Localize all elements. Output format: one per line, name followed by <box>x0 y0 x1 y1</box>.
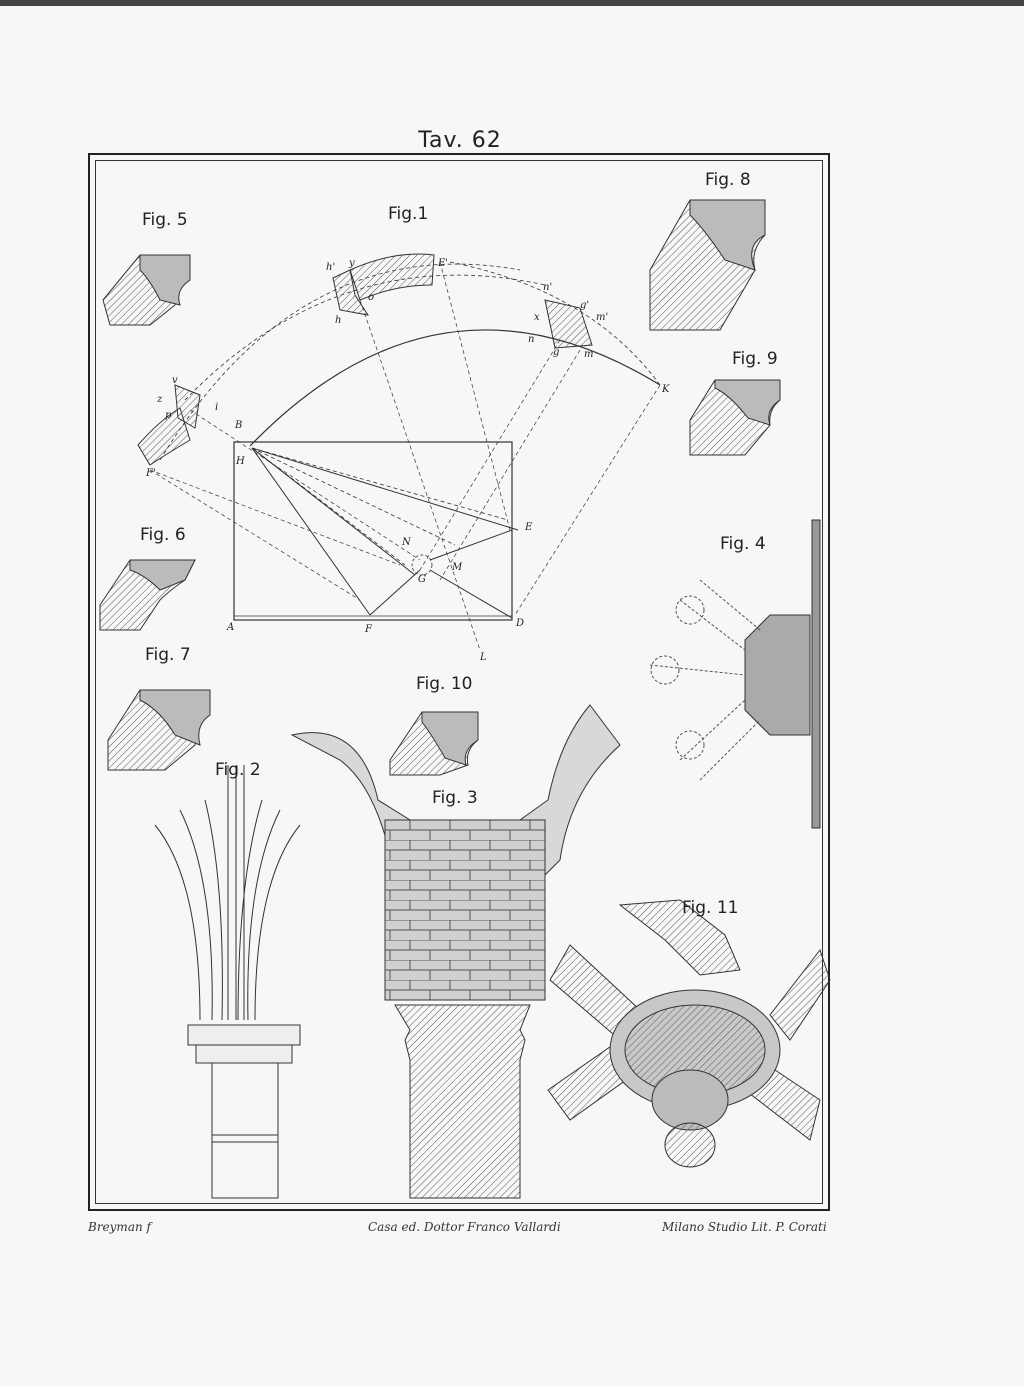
fig1-point-label: G <box>418 574 426 585</box>
fig5-label: Fig. 5 <box>142 210 188 230</box>
fig1-point-label: o <box>368 292 374 303</box>
fig1-rib-section-top <box>332 269 370 316</box>
fig1-point-label: M <box>451 562 463 573</box>
fig1-point-label: g' <box>580 300 589 311</box>
fig1-point-label: H <box>235 456 245 467</box>
fig1-point-label: D <box>515 618 524 629</box>
fig1-point-label: F <box>364 624 373 635</box>
fig4-junction-section <box>649 519 821 829</box>
plate-frame-inner <box>95 160 823 1204</box>
fig5-rib-profile <box>102 254 191 326</box>
credit-left: Breyman f <box>88 1220 151 1234</box>
fig6-rib-profile <box>99 559 196 631</box>
fig1-plan-rect <box>233 441 513 621</box>
fig7-label: Fig. 7 <box>145 645 191 665</box>
fig9-label: Fig. 9 <box>732 349 778 369</box>
fig1-point-label: z <box>156 394 163 405</box>
fig1-point-label: h' <box>326 262 335 273</box>
fig1-point-label: p <box>165 410 172 421</box>
fig1-point-label: m' <box>596 312 608 323</box>
fig1-point-label: n' <box>543 282 552 293</box>
plate-frame-outer <box>88 153 830 1211</box>
fig7-rib-profile <box>107 689 211 771</box>
fig1-label: Fig.1 <box>388 204 429 224</box>
fig3-label: Fig. 3 <box>432 788 478 808</box>
fig11-carved-boss <box>547 899 831 1168</box>
fig1-point-label: E' <box>437 258 448 269</box>
fig2-pier <box>154 765 301 1199</box>
fig8-label: Fig. 8 <box>705 170 751 190</box>
fig1-point-label: g <box>553 347 559 358</box>
credit-right: Milano Studio Lit. P. Corati <box>662 1220 827 1234</box>
fig1-point-label: v <box>172 375 178 386</box>
fig3-pier-springing <box>290 704 621 1199</box>
fig1-point-label: K <box>661 384 670 395</box>
fig9-rib-profile <box>689 379 781 456</box>
fig1-point-label: h <box>335 315 341 326</box>
fig1-point-label: x <box>534 312 540 323</box>
fig10-label: Fig. 10 <box>416 674 473 694</box>
fig1-construction <box>149 261 661 651</box>
fig1-point-label: m <box>584 349 593 360</box>
fig4-label: Fig. 4 <box>720 534 766 554</box>
fig1-point-label: A <box>226 622 234 633</box>
fig1-point-label: B <box>234 420 242 431</box>
fig2-label: Fig. 2 <box>215 760 261 780</box>
fig1-rib-section-left <box>137 407 191 466</box>
fig10-rib-profile <box>389 711 479 776</box>
fig11-label: Fig. 11 <box>682 898 739 918</box>
fig1-point-label: E <box>524 522 533 533</box>
fig1-rib-section-right <box>544 299 593 349</box>
fig1-point-label: F' <box>145 468 156 479</box>
scan-edge <box>0 0 1024 6</box>
fig1-point-label: n <box>528 334 534 345</box>
fig1-point-label: N <box>401 537 412 548</box>
fig1-point-label: i <box>215 402 218 413</box>
fig1-point-label: L <box>479 652 487 663</box>
fig8-rib-profile <box>649 199 766 331</box>
fig6-label: Fig. 6 <box>140 525 186 545</box>
fig1-point-label: y <box>348 258 355 269</box>
credit-center: Casa ed. Dottor Franco Vallardi <box>368 1220 561 1234</box>
fig1-arc <box>249 329 661 447</box>
plate-title: Tav. 62 <box>418 128 502 153</box>
